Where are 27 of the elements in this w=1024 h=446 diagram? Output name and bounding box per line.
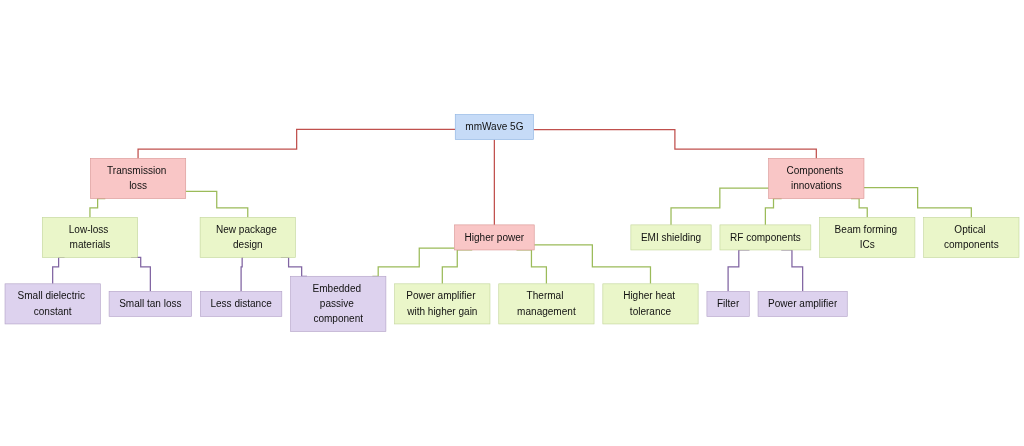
connector [863, 186, 972, 218]
connector [533, 244, 652, 285]
node-box: mmWave 5G [454, 114, 534, 140]
node-box: Low-loss materials [42, 217, 138, 258]
node-box: Filter [706, 291, 750, 317]
node-box: RF components [719, 224, 812, 251]
connector [240, 256, 244, 292]
connector [493, 139, 495, 226]
node-box: New package design [199, 217, 296, 258]
node-box: Optical components [923, 217, 1020, 258]
node-box: Power amplifier with higher gain [394, 283, 491, 325]
node-box: Higher power [454, 224, 535, 251]
connector [137, 128, 456, 160]
connector [670, 187, 770, 226]
node-box: Power amplifier [757, 291, 848, 317]
node-box: EMI shielding [630, 224, 712, 251]
node-box: Components innovations [768, 158, 865, 199]
node-box: Transmission loss [90, 158, 187, 199]
node-box: Thermal management [498, 283, 595, 325]
node-box: Higher heat tolerance [602, 283, 699, 325]
node-box: Small dielectric constant [4, 283, 101, 325]
connector [532, 129, 817, 160]
node-box: Beam forming ICs [819, 217, 916, 258]
connector [185, 190, 249, 218]
node-box: Less distance [200, 291, 283, 317]
node-box: Embedded passive component [290, 276, 387, 332]
node-box: Small tan loss [108, 291, 192, 317]
